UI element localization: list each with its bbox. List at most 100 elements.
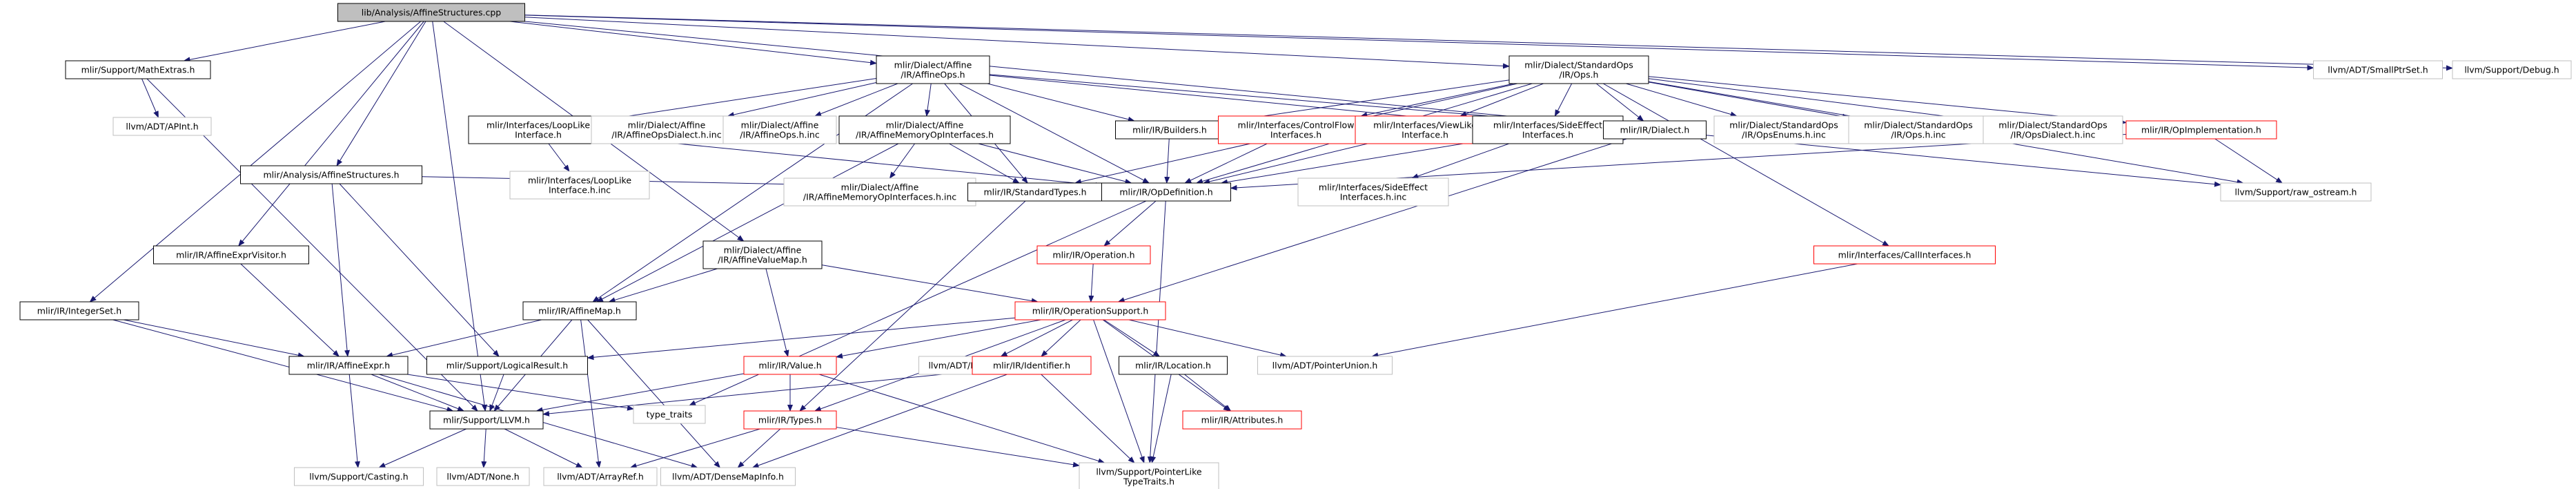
node-none[interactable]: llvm/ADT/None.h bbox=[436, 467, 530, 486]
node-opsupport[interactable]: mlir/IR/OperationSupport.h bbox=[1014, 301, 1166, 320]
node-stdops[interactable]: mlir/Dialect/StandardOps/IR/Ops.h bbox=[1508, 55, 1649, 84]
edge-stdops-to-dialect bbox=[1595, 83, 1644, 122]
node-box bbox=[1257, 356, 1393, 375]
node-label: type_traits bbox=[647, 410, 693, 420]
edge-looplike-to-opdefinition bbox=[607, 136, 1103, 188]
edge-stdops-to-opsinc bbox=[1648, 82, 1849, 119]
node-label: llvm/ADT/SmallPtrSet.h bbox=[2328, 65, 2428, 75]
node-label: mlir/IR/IntegerSet.h bbox=[37, 306, 121, 316]
edge-opsupport-to-logicalresult bbox=[587, 317, 1016, 361]
node-box bbox=[972, 356, 1092, 375]
node-mathextras[interactable]: mlir/Support/MathExtras.h bbox=[65, 60, 211, 79]
edge-root-to-affineexprvisitor bbox=[238, 21, 424, 247]
node-box bbox=[743, 356, 837, 375]
node-integerset[interactable]: mlir/IR/IntegerSet.h bbox=[19, 301, 139, 320]
node-location[interactable]: mlir/IR/Location.h bbox=[1119, 356, 1228, 375]
edge-builders-to-opdefinition bbox=[1164, 138, 1170, 184]
node-identifier[interactable]: mlir/IR/Identifier.h bbox=[972, 356, 1092, 375]
node-label: mlir/IR/OperationSupport.h bbox=[1032, 306, 1149, 316]
node-pointerunion[interactable]: llvm/ADT/PointerUnion.h bbox=[1257, 356, 1393, 375]
node-sideeffectinc[interactable]: mlir/Interfaces/SideEffectInterfaces.h.i… bbox=[1297, 178, 1449, 207]
node-label: mlir/Dialect/StandardOps bbox=[1524, 60, 1633, 70]
node-affinemap[interactable]: mlir/IR/AffineMap.h bbox=[522, 301, 637, 320]
edge-affinemap-to-arrayref bbox=[580, 319, 602, 468]
node-label: /IR/Ops.h bbox=[1560, 70, 1599, 80]
node-label: llvm/Support/raw_ostream.h bbox=[2235, 187, 2357, 198]
node-value[interactable]: mlir/IR/Value.h bbox=[743, 356, 837, 375]
edge-affineexpr-to-llvmh bbox=[371, 374, 465, 412]
node-affinememop[interactable]: mlir/Dialect/Affine/IR/AffineMemoryOpInt… bbox=[838, 115, 1011, 144]
node-affineopsdialect[interactable]: mlir/Dialect/Affine/IR/AffineOpsDialect.… bbox=[591, 115, 743, 144]
node-densemapinfo[interactable]: llvm/ADT/DenseMapInfo.h bbox=[660, 467, 796, 486]
edge-affinememop-to-opdefinition bbox=[978, 143, 1132, 184]
node-label: Interfaces.h.inc bbox=[1340, 192, 1407, 202]
node-casting[interactable]: llvm/Support/Casting.h bbox=[294, 467, 424, 486]
node-debug[interactable]: llvm/Support/Debug.h bbox=[2452, 60, 2572, 79]
node-dialect[interactable]: mlir/IR/Dialect.h bbox=[1603, 120, 1707, 140]
edge-affineexprvisitor-to-affineexpr bbox=[240, 263, 340, 357]
node-affineexprvisitor[interactable]: mlir/IR/AffineExprVisitor.h bbox=[153, 245, 309, 265]
node-standardtypes[interactable]: mlir/IR/StandardTypes.h bbox=[967, 182, 1103, 202]
node-operation[interactable]: mlir/IR/Operation.h bbox=[1036, 245, 1151, 265]
node-box bbox=[876, 55, 990, 84]
node-label: mlir/Support/MathExtras.h bbox=[81, 65, 195, 75]
node-callinterfaces[interactable]: mlir/Interfaces/CallInterfaces.h bbox=[1813, 245, 1996, 265]
node-box bbox=[429, 410, 544, 430]
node-affineexpr[interactable]: mlir/IR/AffineExpr.h bbox=[288, 356, 409, 375]
edge-llvmh-to-none bbox=[481, 428, 487, 468]
node-label: mlir/Analysis/AffineStructures.h bbox=[264, 170, 400, 180]
edge-root-to-affineops bbox=[509, 21, 877, 66]
edge-stdops-to-viewlike bbox=[1459, 83, 1544, 117]
node-label: mlir/IR/Dialect.h bbox=[1620, 125, 1690, 135]
node-label: Interfaces.h bbox=[1270, 130, 1321, 140]
node-box bbox=[1119, 356, 1228, 375]
node-rawostream[interactable]: llvm/Support/raw_ostream.h bbox=[2220, 182, 2372, 202]
node-logicalresult[interactable]: mlir/Support/LogicalResult.h bbox=[426, 356, 588, 375]
node-root[interactable]: lib/Analysis/AffineStructures.cpp bbox=[337, 3, 525, 22]
node-analysisaffine[interactable]: mlir/Analysis/AffineStructures.h bbox=[240, 165, 422, 184]
edge-stdops-to-sideeffect bbox=[1554, 83, 1573, 117]
node-opdefinition[interactable]: mlir/IR/OpDefinition.h bbox=[1101, 182, 1231, 202]
edge-identifier-to-pointerlike bbox=[1041, 374, 1135, 463]
node-box bbox=[1813, 245, 1996, 265]
node-opsdialectinc[interactable]: mlir/Dialect/StandardOps/IR/OpsDialect.h… bbox=[1983, 115, 2123, 144]
edge-controlflow-to-opdefinition bbox=[1184, 143, 1268, 184]
node-box bbox=[1079, 462, 1219, 489]
node-arrayref[interactable]: llvm/ADT/ArrayRef.h bbox=[543, 467, 658, 486]
node-llvmh[interactable]: mlir/Support/LLVM.h bbox=[429, 410, 544, 430]
node-box bbox=[702, 240, 823, 269]
node-smallptrset[interactable]: llvm/ADT/SmallPtrSet.h bbox=[2313, 60, 2443, 79]
edge-location-to-pointerlike bbox=[1150, 374, 1172, 463]
node-label: mlir/Dialect/StandardOps bbox=[1998, 120, 2107, 131]
node-opsinc[interactable]: mlir/Dialect/StandardOps/IR/Ops.h.inc bbox=[1848, 115, 1989, 144]
node-label: Interface.h bbox=[1402, 130, 1448, 140]
node-builders[interactable]: mlir/IR/Builders.h bbox=[1115, 120, 1224, 140]
node-attributes[interactable]: mlir/IR/Attributes.h bbox=[1182, 410, 1302, 430]
node-opimpl[interactable]: mlir/IR/OpImplementation.h bbox=[2125, 120, 2277, 140]
node-box bbox=[1218, 115, 1374, 144]
node-opsenums[interactable]: mlir/Dialect/StandardOps/IR/OpsEnums.h.i… bbox=[1713, 115, 1854, 144]
node-affineops[interactable]: mlir/Dialect/Affine/IR/AffineOps.h bbox=[876, 55, 990, 84]
node-label: mlir/IR/Operation.h bbox=[1052, 250, 1134, 260]
node-box bbox=[426, 356, 588, 375]
node-label: mlir/IR/Builders.h bbox=[1132, 125, 1207, 135]
node-affineopsinc[interactable]: mlir/Dialect/Affine/IR/AffineOps.h.inc bbox=[722, 115, 837, 144]
node-affinevaluemap[interactable]: mlir/Dialect/Affine/IR/AffineValueMap.h bbox=[702, 240, 823, 269]
edge-root-to-debug bbox=[524, 15, 2453, 71]
node-affinememopinc[interactable]: mlir/Dialect/Affine/IR/AffineMemoryOpInt… bbox=[783, 178, 976, 207]
node-typetraits[interactable]: type_traits bbox=[633, 405, 706, 424]
edge-opsupport-to-location bbox=[1103, 319, 1161, 357]
edge-opsupport-to-pointerunion bbox=[1128, 319, 1288, 358]
node-apint[interactable]: llvm/ADT/APInt.h bbox=[112, 117, 212, 136]
node-box bbox=[153, 245, 309, 265]
node-label: mlir/Support/LLVM.h bbox=[443, 415, 530, 425]
edge-root-to-llvmh bbox=[432, 21, 487, 412]
node-types[interactable]: mlir/IR/Types.h bbox=[743, 410, 837, 430]
edge-affinememop-to-affinememopinc bbox=[889, 143, 915, 179]
